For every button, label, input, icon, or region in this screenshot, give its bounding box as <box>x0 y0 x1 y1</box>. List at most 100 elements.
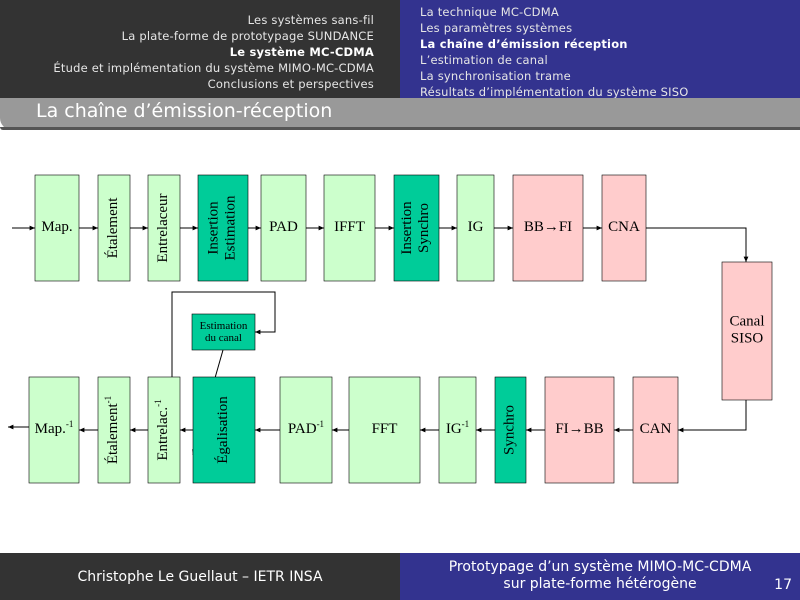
section-nav: Les systèmes sans-fil La plate-forme de p… <box>53 12 374 92</box>
superscript: -1 <box>103 396 113 404</box>
block-label: du canal <box>205 332 242 344</box>
block-label-text: Égalisation <box>214 396 231 464</box>
block-label: Étalement-1 <box>103 396 121 464</box>
block-label: Map. <box>41 219 72 235</box>
section-nav-item[interactable]: Conclusions et perspectives <box>207 77 374 91</box>
block-rect <box>393 174 440 282</box>
footer-author: Christophe Le Guellaut – IETR INSA <box>77 569 323 585</box>
block-label: Entrelac.-1 <box>153 399 171 460</box>
block-label-text: Entrelac. <box>155 407 171 461</box>
block-label: Synchro <box>502 405 518 455</box>
subsection-nav-item[interactable]: La synchronisation trame <box>420 69 571 83</box>
channel-to-rx-link <box>678 400 747 433</box>
block-label: Map.-1 <box>35 419 74 437</box>
block-label-text: Entrelaceur <box>155 193 171 262</box>
subsection-nav-item[interactable]: Résultats d’implémentation du système SI… <box>420 85 689 99</box>
section-nav-item[interactable]: Étude et implémentation du système MIMO-… <box>53 61 374 75</box>
block-label-text: Synchro <box>416 203 432 253</box>
pad-inv-block: PAD-1 <box>279 376 333 484</box>
fi-bb-block: FI→BB <box>544 376 615 484</box>
section-nav-item[interactable]: Le système MC-CDMA <box>229 45 374 59</box>
block-rect <box>456 174 495 282</box>
block-label: Insertion <box>400 201 416 255</box>
block-label: PAD <box>269 219 298 235</box>
block-rect <box>28 376 80 484</box>
block-label-text: IG <box>446 421 462 437</box>
block-label-text: IG <box>468 219 484 235</box>
block-label: Entrelaceur <box>155 193 171 262</box>
block-label: Égalisation <box>214 396 231 464</box>
block-rect <box>147 376 181 484</box>
footer-title-line: sur plate-forme hétérogène <box>503 576 697 592</box>
header-left-panel: Les systèmes sans-fil La plate-forme de p… <box>0 0 400 98</box>
block-rect <box>260 174 307 282</box>
block-rect <box>97 174 131 282</box>
subsection-nav: La technique MC-CDMA Les paramètres systè… <box>420 4 688 100</box>
block-rect <box>197 174 249 282</box>
etalement-inv-block: Étalement-1 <box>97 376 131 484</box>
block-label-text: Map. <box>41 219 72 235</box>
tx-to-channel-link <box>646 227 749 262</box>
block-label-text: Étalement <box>104 403 121 465</box>
block-label-text: PAD <box>269 219 298 235</box>
fft-block: FFT <box>348 376 421 484</box>
ifft-block: IFFT <box>323 174 376 282</box>
block-label-text: SISO <box>731 331 764 347</box>
block-label-text: FI→BB <box>555 421 603 437</box>
footer-left-panel: Christophe Le Guellaut – IETR INSA <box>0 553 400 600</box>
block-label: IG <box>468 219 484 235</box>
block-label: Canal <box>730 314 765 330</box>
footer-right-panel: Prototypage d’un système MIMO-MC-CDMA su… <box>400 553 800 600</box>
slide-title: La chaîne d’émission-réception <box>36 100 333 122</box>
map-block: Map. <box>34 174 80 282</box>
subsection-nav-item[interactable]: La technique MC-CDMA <box>420 5 559 19</box>
block-label: Estimation <box>223 195 239 260</box>
subsection-nav-item[interactable]: L’estimation de canal <box>420 53 548 67</box>
block-label-text: PAD <box>288 421 317 437</box>
block-label-text: Synchro <box>502 405 518 455</box>
block-label: FFT <box>372 421 398 437</box>
block-rect <box>544 376 615 484</box>
block-label: Estimation <box>200 319 248 331</box>
block-label-text: Étalement <box>104 197 121 259</box>
block-label-text: Estimation <box>200 319 248 331</box>
subsection-nav-item[interactable]: Les paramètres systèmes <box>420 21 573 35</box>
block-label: IG-1 <box>446 419 469 437</box>
block-label: CAN <box>640 421 672 437</box>
block-label: IFFT <box>334 219 365 235</box>
block-label-text: CNA <box>608 219 640 235</box>
subsection-nav-item[interactable]: La chaîne d’émission réception <box>420 37 628 51</box>
block-label-text: BB→FI <box>524 219 572 235</box>
section-nav-item[interactable]: La plate-forme de prototypage SUNDANCE <box>121 29 374 43</box>
block-label: FI→BB <box>555 421 603 437</box>
can-block: CAN <box>632 376 679 484</box>
block-rect <box>438 376 477 484</box>
block-label: Insertion <box>206 201 222 255</box>
footer-title: Prototypage d’un système MIMO-MC-CDMA su… <box>400 559 800 593</box>
block-label-text: Canal <box>730 314 765 330</box>
estimation-input-link <box>171 291 276 430</box>
slide-title-bar: La chaîne d’émission-réception <box>0 98 800 130</box>
block-label-text: Estimation <box>223 195 239 260</box>
ig-inv-block: IG-1 <box>438 376 477 484</box>
header-right-panel: La technique MC-CDMA Les paramètres systè… <box>400 0 800 100</box>
block-rect <box>632 376 679 484</box>
block-rect <box>97 376 131 484</box>
block-rect <box>191 313 256 351</box>
block-label: CNA <box>608 219 640 235</box>
ig-block: IG <box>456 174 495 282</box>
block-rect <box>192 376 256 484</box>
map-inv-block: Map.-1 <box>28 376 80 484</box>
block-label-text: CAN <box>640 421 672 437</box>
superscript: -1 <box>317 419 325 429</box>
block-label: Étalement <box>104 197 121 259</box>
block-label-text: FFT <box>372 421 398 437</box>
block-rect <box>348 376 421 484</box>
block-label-text: Insertion <box>400 201 416 255</box>
page-number: 17 <box>774 577 792 593</box>
section-nav-item[interactable]: Les systèmes sans-fil <box>247 13 374 27</box>
